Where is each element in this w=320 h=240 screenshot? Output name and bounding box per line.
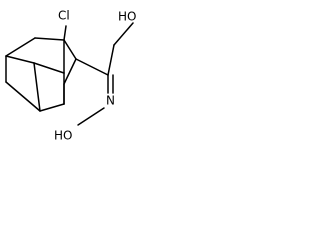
bond-to-chlorine [63,25,67,41]
bond [33,62,65,74]
bond-n-to-oxygen [77,107,105,126]
bond [5,81,41,112]
nitrogen-label: N [106,94,115,108]
bond [34,37,65,41]
bond-to-imine-carbon [75,58,109,76]
bond [63,39,77,60]
oxime-hydroxyl-label: HO [54,129,72,143]
bond [63,58,77,85]
bond [39,103,65,112]
bond [5,37,36,57]
bond-to-methylene [107,44,115,76]
bond [33,62,41,112]
bond [5,55,35,64]
hydroxyl-label: HO [118,10,136,24]
bond-to-hydroxyl [113,22,134,46]
chemical-structure-diagram: Cl HO N HO [5,9,136,143]
adamantane-cage [5,37,77,112]
chlorine-label: Cl [58,9,70,23]
